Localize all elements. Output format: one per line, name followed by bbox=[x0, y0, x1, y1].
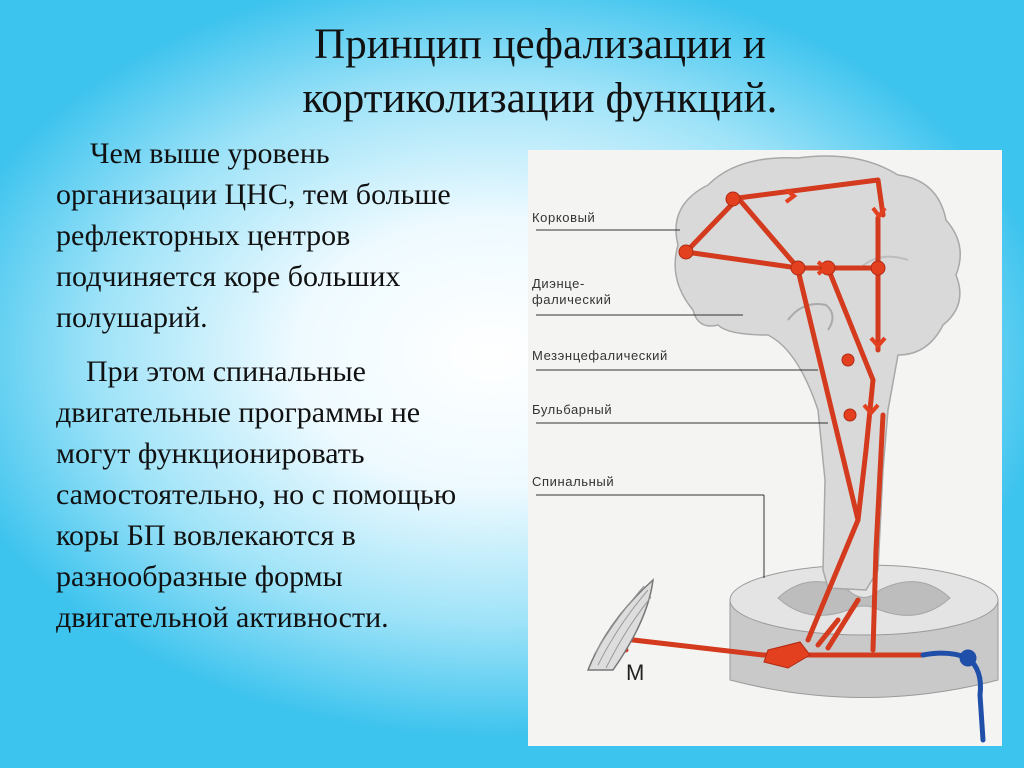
diencephalic-neuron bbox=[871, 261, 885, 275]
slide-body-text: Чем выше уровень организации ЦНС, тем бо… bbox=[56, 133, 496, 638]
slide-title: Принцип цефализации и кортиколизации фун… bbox=[200, 18, 880, 126]
bulbar-neuron bbox=[844, 409, 856, 421]
cns-levels-illustration: Корковый Диэнце- фалический Мезэнцефалич… bbox=[528, 150, 1002, 746]
level-label-mesencephalic: Мезэнцефалический bbox=[532, 348, 668, 363]
cns-levels-diagram: Корковый Диэнце- фалический Мезэнцефалич… bbox=[528, 150, 1002, 746]
title-line-2: кортиколизации функций. bbox=[200, 72, 880, 126]
cortical-neuron bbox=[726, 192, 740, 206]
title-line-1: Принцип цефализации и bbox=[200, 18, 880, 72]
level-label-bulbar: Бульбарный bbox=[532, 402, 612, 417]
paragraph-spinal-programs: При этом спинальные двигательные програм… bbox=[56, 351, 496, 638]
level-label-cortical: Корковый bbox=[532, 210, 595, 225]
muscle bbox=[588, 580, 653, 670]
motoneuron-label: М bbox=[626, 660, 644, 685]
level-label-spinal: Спинальный bbox=[532, 474, 614, 489]
level-label-diencephalic-1: Диэнце- bbox=[532, 276, 585, 291]
mesencephalic-neuron bbox=[842, 354, 854, 366]
paragraph-cephalization: Чем выше уровень организации ЦНС, тем бо… bbox=[56, 133, 496, 338]
cortical-neuron bbox=[679, 245, 693, 259]
level-label-diencephalic-2: фалический bbox=[532, 292, 612, 307]
cortical-neuron bbox=[791, 261, 805, 275]
